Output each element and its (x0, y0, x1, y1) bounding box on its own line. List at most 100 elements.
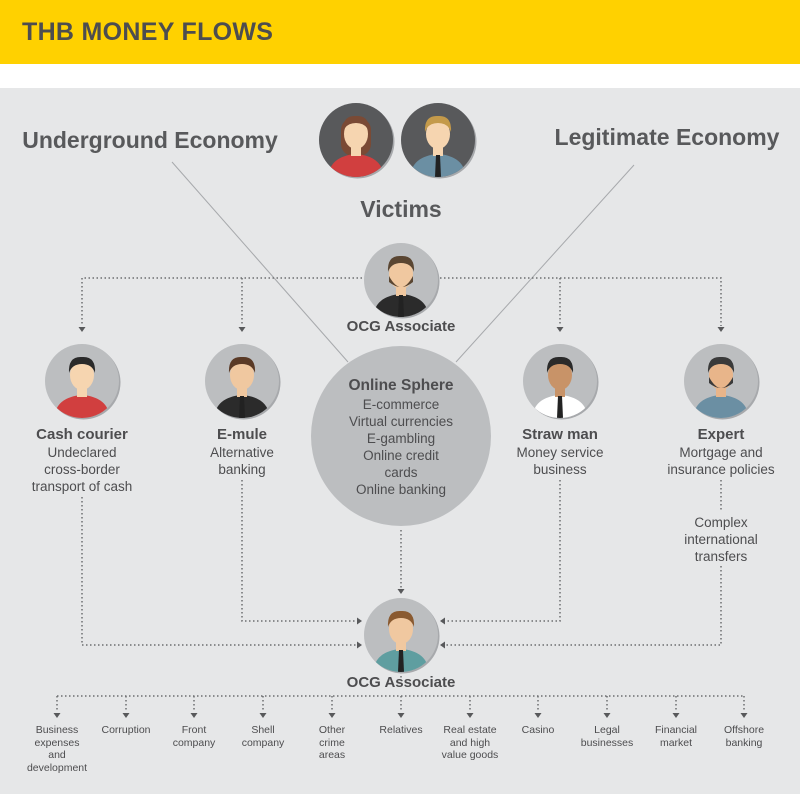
destination-line: areas (318, 749, 346, 761)
sphere-item: E-commerce (362, 397, 440, 412)
description-line: Mortgage and (679, 445, 763, 460)
arrow-icon (397, 589, 405, 594)
arrow-icon (259, 713, 267, 718)
arrow-icon (440, 617, 445, 625)
destination-item: Corruption (101, 724, 150, 737)
dotted-flow-line (81, 497, 356, 646)
destination-line: Corruption (101, 724, 151, 736)
destination-line: value goods (441, 749, 499, 761)
description-line: Money service (516, 445, 604, 460)
actor-description: Money service business (516, 444, 603, 478)
victim-woman-avatar (319, 103, 395, 179)
destination-item: Relatives (379, 724, 422, 737)
destination-line: banking (725, 736, 763, 749)
destination-line: company (172, 736, 216, 749)
description-line: business (533, 462, 587, 477)
sphere-item: Online banking (355, 482, 447, 497)
arrow-icon (534, 713, 542, 718)
description-line: Alternative (210, 445, 274, 460)
expert-note-line: Complex (694, 515, 748, 530)
page-title: THB MONEY FLOWS (22, 18, 274, 46)
destination-line: Legal (594, 724, 620, 736)
actor-name: Expert (697, 426, 745, 443)
destination-line: expenses (34, 736, 80, 749)
arrow-icon (190, 713, 198, 718)
cash-courier-avatar (45, 344, 121, 420)
dotted-flow-line (81, 277, 366, 326)
description-line: insurance policies (667, 462, 775, 477)
destination-line: and high (449, 736, 491, 749)
destination-line: Shell (251, 724, 275, 736)
destination-line: Financial (654, 724, 698, 736)
victim-man-avatar (401, 103, 477, 179)
dotted-flow-line (436, 277, 722, 326)
arrow-icon (53, 713, 61, 718)
destination-line: Real estate (443, 724, 497, 736)
ocg-associate-avatar (364, 243, 440, 319)
ocg-associate-bottom-avatar (364, 598, 440, 674)
destination-line: development (26, 761, 88, 774)
straw-man-avatar (523, 344, 599, 420)
destination-line: Other (318, 724, 346, 736)
destination-line: market (659, 736, 693, 749)
online-sphere-title: Online Sphere (348, 377, 454, 394)
destination-line: and (48, 749, 66, 761)
arrow-icon (357, 617, 362, 625)
destination-line: Front (181, 724, 207, 736)
online-sphere-circle (311, 346, 491, 526)
destination-line: Casino (521, 724, 555, 736)
description-line: transport of cash (31, 479, 133, 494)
arrow-icon (717, 327, 725, 332)
arrow-icon (440, 641, 445, 649)
victims-label: Victims (360, 196, 442, 222)
arrow-icon (357, 641, 362, 649)
actor-description: Mortgage and insurance policies (667, 444, 774, 478)
destination-line: Business (35, 724, 79, 736)
underground-economy-label: Underground Economy (22, 127, 278, 153)
arrow-icon (328, 713, 336, 718)
actor-description: Undeclared cross-border transport of cash (32, 444, 133, 495)
arrow-icon (740, 713, 748, 718)
sphere-item: Online credit (363, 448, 439, 463)
destination-line: businesses (580, 736, 634, 749)
expert-avatar (684, 344, 760, 420)
arrow-icon (238, 327, 246, 332)
sphere-item: E-gambling (366, 431, 436, 446)
ocg-associate-bottom-label: OCG Associate (346, 674, 456, 691)
dotted-flow-line (241, 480, 356, 622)
destination-line: Relatives (379, 724, 423, 736)
arrow-icon (603, 713, 611, 718)
expert-note-line: international (684, 532, 758, 547)
destination-line: company (241, 736, 285, 749)
legitimate-economy-label: Legitimate Economy (554, 124, 780, 150)
destination-item: Casino (522, 724, 555, 737)
sphere-item: cards (384, 465, 418, 480)
ocg-associate-top-label: OCG Associate (346, 318, 456, 335)
arrow-icon (397, 713, 405, 718)
arrow-icon (466, 713, 474, 718)
actor-name: E-mule (216, 426, 268, 443)
dotted-flow-line (446, 480, 561, 622)
header-bar: THB MONEY FLOWS (0, 0, 800, 64)
description-line: Undeclared (47, 445, 117, 460)
actor-name: Cash courier (36, 426, 128, 443)
destination-line: Offshore (723, 724, 765, 736)
arrow-icon (78, 327, 86, 332)
description-line: cross-border (44, 462, 120, 477)
legitimate-connector (455, 164, 635, 363)
dotted-flow-line (446, 566, 722, 646)
